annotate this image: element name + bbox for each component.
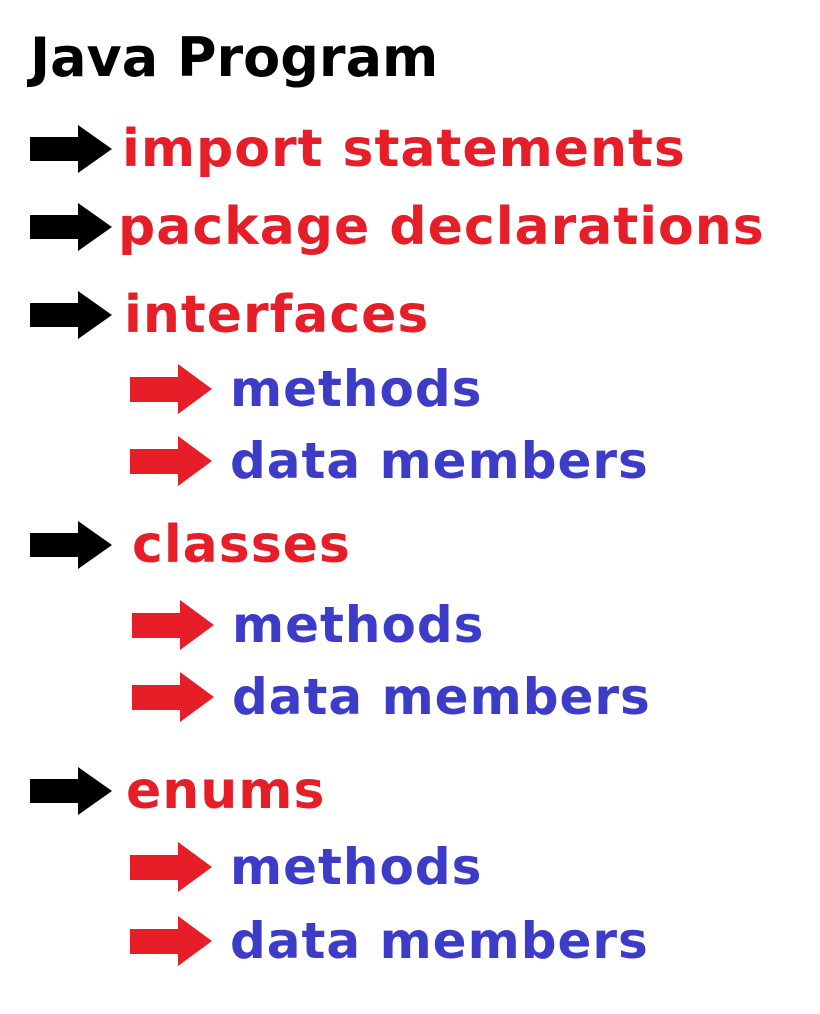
section-interfaces: interfaces: [30, 280, 429, 350]
right-arrow-icon: [30, 203, 112, 251]
right-arrow-icon: [130, 436, 212, 486]
diagram-title: Java Program: [30, 26, 439, 89]
right-arrow-icon: [130, 364, 212, 414]
member-enums-data-members: data members: [130, 906, 649, 976]
section-label: classes: [132, 515, 351, 575]
member-classes-methods: methods: [132, 590, 484, 660]
right-arrow-icon: [30, 521, 112, 569]
member-label: data members: [232, 668, 651, 726]
right-arrow-icon: [130, 916, 212, 966]
right-arrow-icon: [30, 125, 112, 173]
member-interfaces-methods: methods: [130, 354, 482, 424]
member-enums-methods: methods: [130, 832, 482, 902]
member-label: data members: [230, 432, 649, 490]
section-label: package declarations: [118, 197, 765, 257]
right-arrow-icon: [30, 767, 112, 815]
member-classes-data-members: data members: [132, 662, 651, 732]
right-arrow-icon: [30, 291, 112, 339]
right-arrow-icon: [132, 672, 214, 722]
member-label: methods: [232, 596, 485, 654]
member-label: methods: [230, 838, 483, 896]
section-enums: enums: [30, 756, 325, 826]
right-arrow-icon: [132, 600, 214, 650]
right-arrow-icon: [130, 842, 212, 892]
section-package-declarations: package declarations: [30, 192, 765, 262]
member-interfaces-data-members: data members: [130, 426, 649, 496]
section-label: interfaces: [124, 285, 430, 345]
section-classes: classes: [30, 510, 351, 580]
section-label: import statements: [122, 119, 686, 179]
member-label: methods: [230, 360, 483, 418]
section-import-statements: import statements: [30, 114, 686, 184]
section-label: enums: [126, 761, 326, 821]
member-label: data members: [230, 912, 649, 970]
